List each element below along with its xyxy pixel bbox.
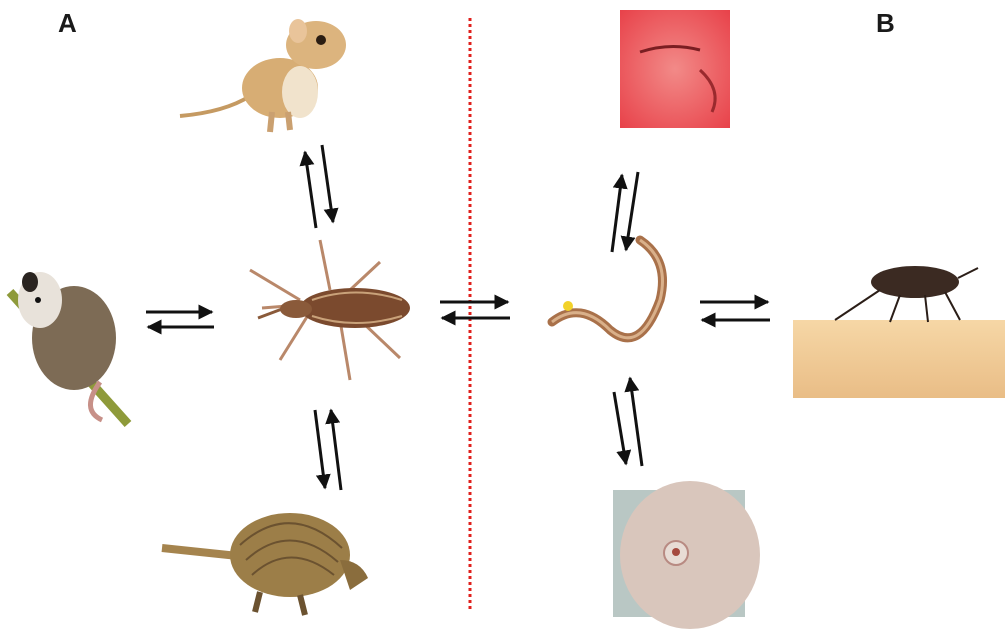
armadillo-illustration: [162, 513, 368, 615]
gerbil-illustration: [180, 19, 346, 132]
arrow-pair-bug-armadillo: [315, 410, 341, 490]
arrow-pair-trypanosome-bite: [700, 302, 770, 320]
trypanosome-illustration: [552, 240, 663, 338]
arrow-pair-trypanosome-lesion: [614, 378, 642, 466]
bug-biting-skin-photo: [793, 266, 1005, 398]
skin-lesion-photo: [613, 481, 760, 629]
opossum-illustration: [10, 272, 128, 424]
swollen-eye-photo: [620, 10, 730, 128]
arrow-pair-trypanosome-eye: [612, 172, 638, 252]
arrow-pair-bug-gerbil: [305, 145, 333, 228]
triatomine-bug-illustration: [250, 240, 410, 380]
arrow-pair-bug-opossum: [146, 312, 214, 327]
arrow-pair-bug-trypanosome: [440, 302, 510, 318]
